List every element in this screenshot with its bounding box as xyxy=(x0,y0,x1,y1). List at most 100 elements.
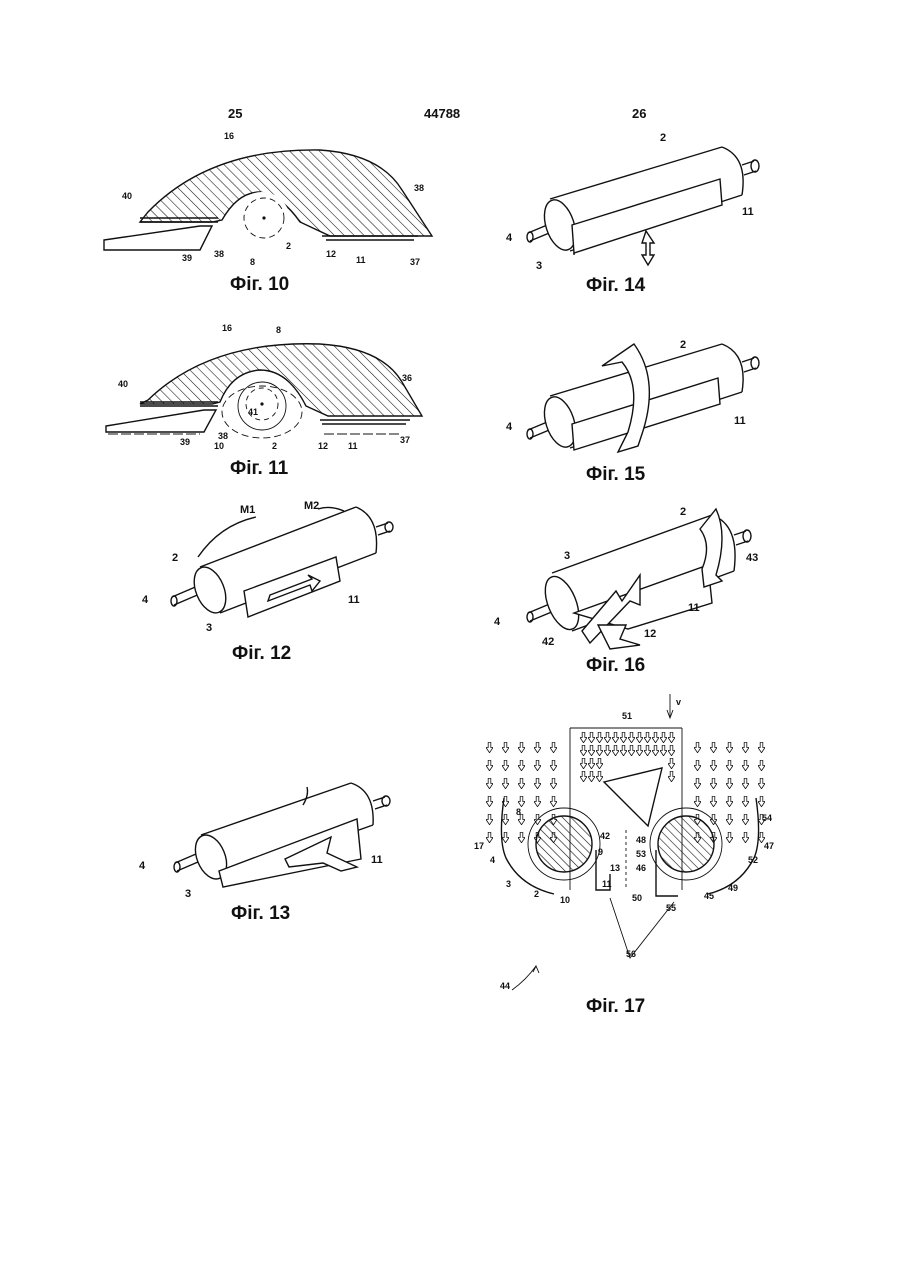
label-2: 2 xyxy=(286,242,291,251)
label-40: 40 xyxy=(122,192,132,201)
label-40: 40 xyxy=(118,380,128,389)
figure-15: 2 4 11 Фіг. 15 xyxy=(510,330,780,495)
label-3: 3 xyxy=(536,261,542,272)
airflow-arrow xyxy=(628,745,635,756)
airflow-arrow xyxy=(742,742,749,753)
label-11: 11 xyxy=(356,256,366,265)
airflow-arrow xyxy=(742,760,749,771)
label-2: 2 xyxy=(680,340,686,351)
airflow-arrow xyxy=(580,758,587,769)
airflow-arrow xyxy=(652,732,659,743)
figure-14: 2 11 4 3 Фіг. 14 xyxy=(510,135,780,305)
airflow-arrow xyxy=(742,814,749,825)
label-55: 55 xyxy=(666,904,676,913)
airflow-arrow xyxy=(580,745,587,756)
airflow-arrow xyxy=(742,832,749,843)
airflow-arrow xyxy=(486,742,493,753)
label-4: 4 xyxy=(506,422,512,433)
airflow-arrow xyxy=(518,760,525,771)
airflow-arrow xyxy=(726,814,733,825)
airflow-arrow xyxy=(502,832,509,843)
airflow-arrow xyxy=(588,745,595,756)
airflow-arrow xyxy=(668,771,675,782)
airflow-arrow xyxy=(486,778,493,789)
figure-17-caption: Фіг. 17 xyxy=(586,996,645,1018)
figure-12-caption: Фіг. 12 xyxy=(232,643,291,665)
label-2: 2 xyxy=(680,507,686,518)
airflow-arrow xyxy=(758,778,765,789)
airflow-arrow xyxy=(710,760,717,771)
label-4: 4 xyxy=(494,617,500,628)
airflow-arrow xyxy=(636,745,643,756)
airflow-arrow xyxy=(518,796,525,807)
airflow-arrow xyxy=(694,760,701,771)
airflow-arrow xyxy=(596,732,603,743)
label-51: 51 xyxy=(622,712,632,721)
airflow-arrow xyxy=(604,732,611,743)
label-4: 4 xyxy=(490,856,495,865)
label-8: 8 xyxy=(276,326,281,335)
label-39: 39 xyxy=(182,254,192,263)
label-43: 43 xyxy=(746,553,758,564)
label-16: 16 xyxy=(224,132,234,141)
airflow-arrow xyxy=(550,796,557,807)
airflow-arrow xyxy=(550,778,557,789)
figure-16-drawing xyxy=(490,505,780,680)
label-11: 11 xyxy=(348,442,358,451)
figure-15-caption: Фіг. 15 xyxy=(586,464,645,486)
label-2: 2 xyxy=(172,553,178,564)
airflow-arrow xyxy=(726,742,733,753)
airflow-arrow xyxy=(588,758,595,769)
airflow-arrow xyxy=(604,745,611,756)
airflow-arrow xyxy=(486,760,493,771)
label-44: 44 xyxy=(500,982,510,991)
label-3: 3 xyxy=(506,880,511,889)
airflow-arrow xyxy=(580,771,587,782)
airflow-arrow xyxy=(596,758,603,769)
airflow-arrow xyxy=(668,745,675,756)
airflow-arrow xyxy=(710,796,717,807)
airflow-arrow xyxy=(588,732,595,743)
airflow-arrow xyxy=(668,732,675,743)
label-8: 8 xyxy=(250,258,255,267)
airflow-arrow xyxy=(726,760,733,771)
label-47: 47 xyxy=(764,842,774,851)
airflow-arrow xyxy=(612,745,619,756)
airflow-arrow xyxy=(628,732,635,743)
label-16: 16 xyxy=(222,324,232,333)
label-10: 10 xyxy=(214,442,224,451)
airflow-arrow xyxy=(758,742,765,753)
figure-13-caption: Фіг. 13 xyxy=(231,903,290,925)
figure-13: 4 3 11 Фіг. 13 xyxy=(135,775,395,935)
label-38: 38 xyxy=(214,250,224,259)
label-11: 11 xyxy=(742,207,754,218)
figure-17: 51 v 8 54 17 47 4 42 9 13 48 53 52 3 2 1… xyxy=(460,690,790,1025)
airflow-arrow xyxy=(644,745,651,756)
label-37: 37 xyxy=(400,436,410,445)
airflow-arrow xyxy=(486,832,493,843)
figure-10: 16 40 38 39 38 8 2 12 11 37 Фіг. 10 xyxy=(100,140,440,310)
patent-number: 44788 xyxy=(424,106,460,121)
label-12: 12 xyxy=(326,250,336,259)
label-10: 10 xyxy=(560,896,570,905)
label-11: 11 xyxy=(734,416,746,427)
label-42: 42 xyxy=(600,832,610,841)
airflow-arrow xyxy=(486,814,493,825)
airflow-arrow xyxy=(710,814,717,825)
airflow-arrow xyxy=(758,796,765,807)
airflow-arrow xyxy=(502,760,509,771)
label-12: 12 xyxy=(644,629,656,640)
airflow-arrow xyxy=(710,742,717,753)
airflow-arrow xyxy=(534,778,541,789)
label-38-right: 38 xyxy=(414,184,424,193)
label-3: 3 xyxy=(185,889,191,900)
airflow-arrow xyxy=(588,771,595,782)
airflow-arrow xyxy=(710,778,717,789)
label-2: 2 xyxy=(534,890,539,899)
right-page-number: 26 xyxy=(632,106,646,121)
label-2: 2 xyxy=(272,442,277,451)
label-37: 37 xyxy=(410,258,420,267)
label-v: v xyxy=(676,698,681,707)
airflow-arrow xyxy=(518,832,525,843)
airflow-arrow xyxy=(502,742,509,753)
